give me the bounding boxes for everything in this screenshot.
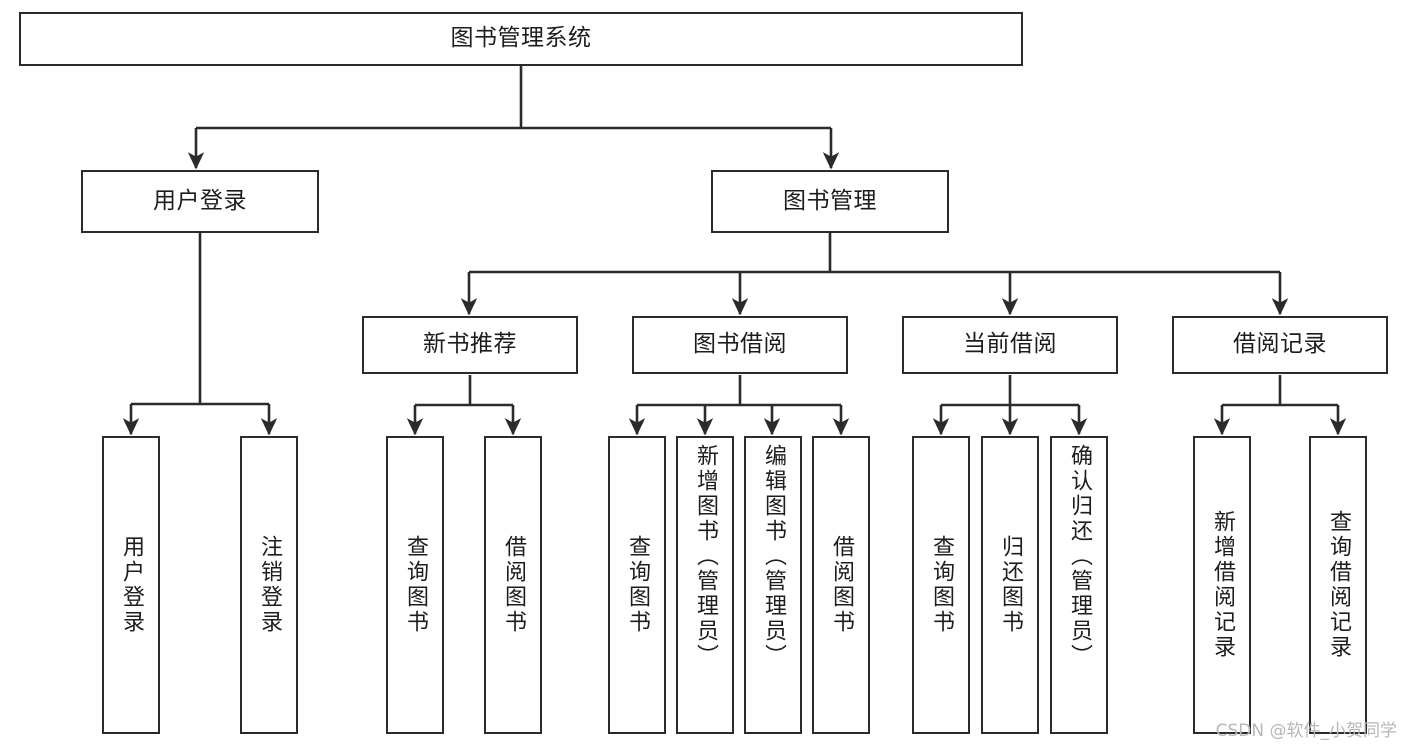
node-root-book-management-system[interactable]: 图书管理系统 (19, 12, 1023, 66)
node-label: 编辑图书（管理员） (760, 444, 786, 669)
leaf-record-add-record[interactable]: 新增借阅记录 (1193, 436, 1251, 734)
node-user-login[interactable]: 用户登录 (81, 170, 319, 233)
node-label: 用户登录 (118, 535, 144, 635)
node-book-borrow[interactable]: 图书借阅 (632, 316, 848, 374)
node-label: 借阅记录 (1233, 331, 1327, 358)
node-current-borrow[interactable]: 当前借阅 (902, 316, 1118, 374)
csdn-watermark: CSDN @软件_小贺同学 (1215, 721, 1397, 741)
node-new-book-recommend[interactable]: 新书推荐 (362, 316, 578, 374)
node-label: 查询借阅记录 (1325, 510, 1351, 660)
leaf-new-book-borrow-book[interactable]: 借阅图书 (484, 436, 542, 734)
leaf-current-confirm-return-admin[interactable]: 确认归还（管理员） (1050, 436, 1108, 734)
leaf-current-query-book[interactable]: 查询图书 (912, 436, 970, 734)
leaf-user-login-login[interactable]: 用户登录 (102, 436, 160, 734)
leaf-borrow-add-book-admin[interactable]: 新增图书（管理员） (676, 436, 734, 734)
node-label: 注销登录 (256, 535, 282, 635)
leaf-borrow-query-book[interactable]: 查询图书 (608, 436, 666, 734)
leaf-new-book-query-book[interactable]: 查询图书 (386, 436, 444, 734)
node-label: 归还图书 (997, 535, 1023, 635)
node-label: 查询图书 (624, 535, 650, 635)
node-book-management[interactable]: 图书管理 (711, 170, 949, 233)
node-label: 新增图书（管理员） (692, 444, 718, 669)
node-label: 图书借阅 (693, 331, 787, 358)
leaf-borrow-borrow-book[interactable]: 借阅图书 (812, 436, 870, 734)
node-label: 借阅图书 (828, 535, 854, 635)
node-label: 图书管理 (783, 187, 877, 214)
leaf-record-query-record[interactable]: 查询借阅记录 (1309, 436, 1367, 734)
node-borrow-record[interactable]: 借阅记录 (1172, 316, 1388, 374)
node-label: 用户登录 (153, 187, 247, 214)
node-label: 当前借阅 (963, 331, 1057, 358)
leaf-current-return-book[interactable]: 归还图书 (981, 436, 1039, 734)
node-label: 查询图书 (928, 535, 954, 635)
node-label: 查询图书 (402, 535, 428, 635)
node-label: 新书推荐 (423, 331, 517, 358)
node-label: 新增借阅记录 (1209, 510, 1235, 660)
leaf-borrow-edit-book-admin[interactable]: 编辑图书（管理员） (744, 436, 802, 734)
node-label: 借阅图书 (500, 535, 526, 635)
leaf-user-login-logout[interactable]: 注销登录 (240, 436, 298, 734)
node-label: 图书管理系统 (450, 25, 592, 52)
node-label: 确认归还（管理员） (1066, 444, 1092, 669)
